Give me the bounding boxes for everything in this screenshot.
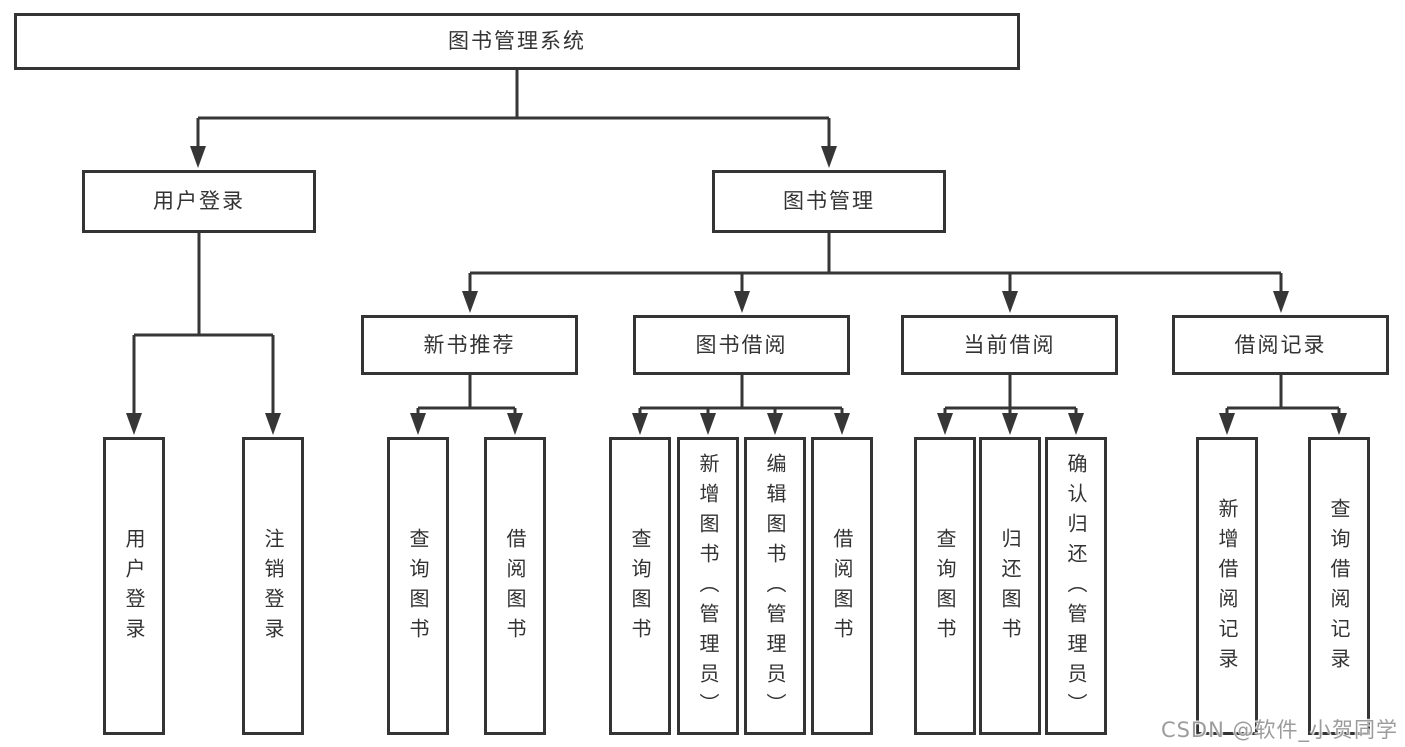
leaf-query-book-3: 查询图书	[914, 437, 976, 735]
leaf-edit-book-admin: 编辑图书（管理员）	[744, 437, 806, 735]
arrowhead	[632, 413, 648, 435]
arrowhead	[821, 146, 837, 168]
node-label: 新增借阅记录	[1215, 498, 1239, 678]
node-label: 图书借阅	[695, 332, 788, 357]
node-user-login-group: 用户登录	[82, 170, 316, 233]
node-label: 查询图书	[628, 528, 652, 648]
node-label: 图书管理	[783, 189, 875, 213]
leaf-borrow-book-2: 借阅图书	[811, 437, 873, 735]
leaf-logout: 注销登录	[242, 437, 304, 735]
arrowhead	[937, 413, 953, 435]
node-label: 查询图书	[933, 528, 957, 648]
arrowhead	[190, 146, 206, 168]
leaf-borrow-book-1: 借阅图书	[484, 437, 546, 735]
node-label: 当前借阅	[963, 332, 1056, 357]
node-library-system: 图书管理系统	[14, 13, 1020, 70]
arrowhead	[507, 413, 523, 435]
arrowhead	[767, 413, 783, 435]
node-label: 归还图书	[998, 528, 1022, 648]
arrowhead	[734, 291, 750, 313]
leaf-add-book-admin: 新增图书（管理员）	[677, 437, 739, 735]
arrowhead	[1002, 413, 1018, 435]
csdn-watermark: CSDN @软件_小贺同学	[1160, 718, 1398, 742]
leaf-confirm-return-admin: 确认归还（管理员）	[1045, 437, 1107, 735]
arrowhead	[1219, 413, 1235, 435]
node-label: 查询图书	[406, 528, 430, 648]
node-label: 注销登录	[261, 528, 285, 648]
node-label: 借阅图书	[503, 528, 527, 648]
leaf-query-book-2: 查询图书	[609, 437, 671, 735]
node-label: 编辑图书（管理员）	[763, 453, 787, 723]
node-new-book-recommend: 新书推荐	[361, 315, 578, 375]
leaf-user-login: 用户登录	[103, 437, 165, 735]
node-label: 用户登录	[122, 528, 146, 648]
arrowhead	[834, 413, 850, 435]
arrowhead	[126, 413, 142, 435]
node-book-borrow: 图书借阅	[633, 315, 850, 375]
node-borrow-record: 借阅记录	[1172, 315, 1389, 375]
leaf-query-book-1: 查询图书	[387, 437, 449, 735]
arrowhead	[1002, 291, 1018, 313]
connector-current-branch	[943, 375, 1078, 414]
leaf-return-book: 归还图书	[979, 437, 1041, 735]
node-label: 新增图书（管理员）	[696, 453, 720, 723]
connector-record-branch	[1225, 375, 1341, 414]
connector-root-to-level2	[196, 70, 831, 147]
arrowhead	[1273, 291, 1289, 313]
node-label: 借阅图书	[830, 528, 854, 648]
arrowhead	[462, 291, 478, 313]
arrowhead	[1068, 413, 1084, 435]
node-label: 查询借阅记录	[1327, 498, 1351, 678]
node-label: 新书推荐	[423, 332, 516, 357]
node-label: 图书管理系统	[448, 29, 586, 53]
leaf-query-borrow-record: 查询借阅记录	[1308, 437, 1370, 735]
connector-bookmgmt-branch	[468, 233, 1283, 292]
node-label: 用户登录	[153, 189, 245, 213]
connector-newbook-branch	[416, 375, 517, 414]
connector-borrow-branch	[638, 375, 844, 414]
arrowhead	[410, 413, 426, 435]
node-label: 确认归还（管理员）	[1064, 453, 1088, 723]
node-current-borrow: 当前借阅	[901, 315, 1118, 375]
leaf-add-borrow-record: 新增借阅记录	[1196, 437, 1258, 735]
arrowhead	[265, 413, 281, 435]
arrowhead	[700, 413, 716, 435]
connector-userlogin-branch	[132, 233, 275, 413]
node-label: 借阅记录	[1234, 332, 1327, 357]
node-book-management: 图书管理	[712, 170, 946, 233]
arrowhead	[1331, 413, 1347, 435]
